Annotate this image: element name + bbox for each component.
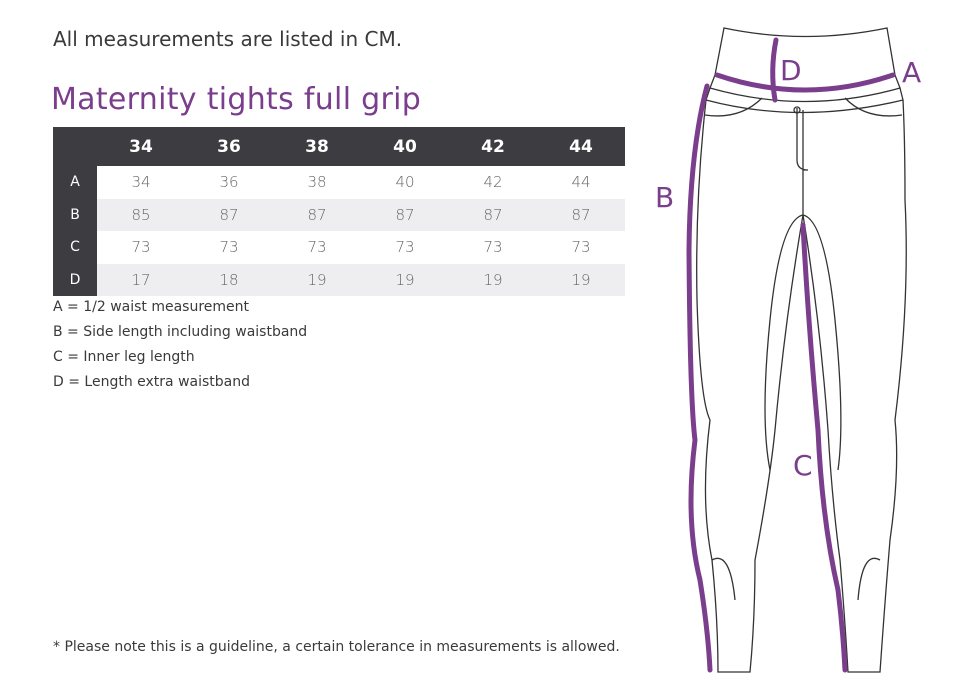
size-header: 40: [361, 127, 449, 166]
table-row: A 34 36 38 40 42 44: [53, 166, 625, 199]
legend-item: C = Inner leg length: [53, 349, 195, 365]
table-cell: 73: [307, 238, 327, 257]
table-cell: 73: [483, 238, 503, 257]
table-cell: 87: [537, 198, 625, 231]
table-cell: 19: [537, 263, 625, 296]
table-cell: 19: [449, 263, 537, 296]
table-cell: 40: [395, 173, 415, 192]
table-cell: 19: [273, 263, 361, 296]
table-cell: 73: [131, 238, 151, 257]
units-note: All measurements are listed in CM.: [53, 27, 403, 51]
table-cell: 85: [97, 198, 185, 231]
page-title: Maternity tights full grip: [51, 82, 422, 117]
row-label: D: [53, 263, 97, 296]
table-cell: 19: [361, 263, 449, 296]
table-header-row: 34 36 38 40 42 44: [53, 127, 625, 166]
table-cell: 18: [185, 263, 273, 296]
row-label: B: [53, 198, 97, 231]
table-row: C 73 73 73 73 73 73: [53, 231, 625, 264]
table-cell: 42: [483, 173, 503, 192]
table-cell: 36: [219, 173, 239, 192]
table-cell: 38: [307, 173, 327, 192]
size-header: 34: [97, 127, 185, 166]
label-c: C: [793, 449, 813, 482]
label-d: D: [780, 54, 802, 87]
label-a: A: [902, 56, 921, 89]
size-header: 44: [537, 127, 625, 166]
pants-outline: [696, 27, 907, 673]
row-label: A: [53, 166, 97, 199]
table-cell: 73: [395, 238, 415, 257]
table-cell: 34: [131, 173, 151, 192]
table-cell: 73: [219, 238, 239, 257]
table-cell: 87: [449, 198, 537, 231]
table-cell: 17: [97, 263, 185, 296]
size-header: 42: [449, 127, 537, 166]
legend-item: B = Side length including waistband: [53, 324, 308, 340]
table-cell: 87: [185, 198, 273, 231]
table-cell: 44: [571, 173, 591, 192]
label-b: B: [655, 181, 674, 214]
size-header: 38: [273, 127, 361, 166]
table-cell: 73: [571, 238, 591, 257]
tolerance-note: * Please note this is a guideline, a cer…: [53, 639, 620, 655]
size-header: 36: [185, 127, 273, 166]
table-cell: 87: [361, 198, 449, 231]
measurement-legend: A = 1/2 waist measurement B = Side lengt…: [53, 295, 307, 395]
table-cell: 87: [273, 198, 361, 231]
row-label: C: [53, 231, 97, 264]
legend-item: D = Length extra waistband: [53, 374, 251, 390]
measurement-lines: [686, 37, 896, 673]
legend-item: A = 1/2 waist measurement: [53, 299, 250, 315]
